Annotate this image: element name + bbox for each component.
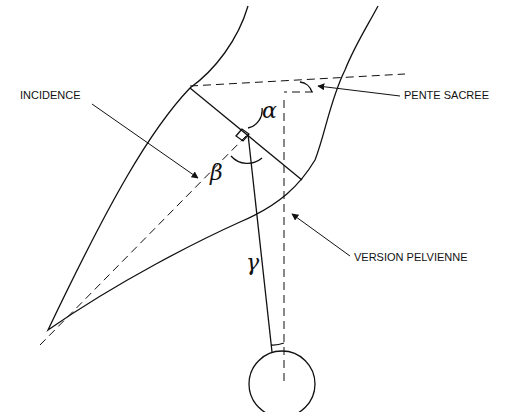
angle-symbol: γ [246,252,259,274]
angle-label: PENTE SACREE [404,90,489,101]
leader-line [92,104,198,178]
angle-label: INCIDENCE [20,90,81,101]
sacrum-outline [48,6,378,330]
angle-symbol: α [262,100,277,122]
leader-line [318,86,400,96]
angle-label: VERSION PELVIENNE [354,252,468,263]
beta-arc [231,156,262,163]
vertical-reference [284,92,313,382]
femoral-head [249,351,315,412]
alpha-arc [248,108,262,128]
angle-symbol: β [210,162,223,184]
slope-arc [300,82,312,92]
gamma-arc [271,343,284,345]
leader-line [292,214,350,256]
incidence-reference [40,134,248,345]
perpendicular-line [248,134,272,352]
sacral-endplate [190,88,302,180]
horizontal-reference [190,74,405,86]
